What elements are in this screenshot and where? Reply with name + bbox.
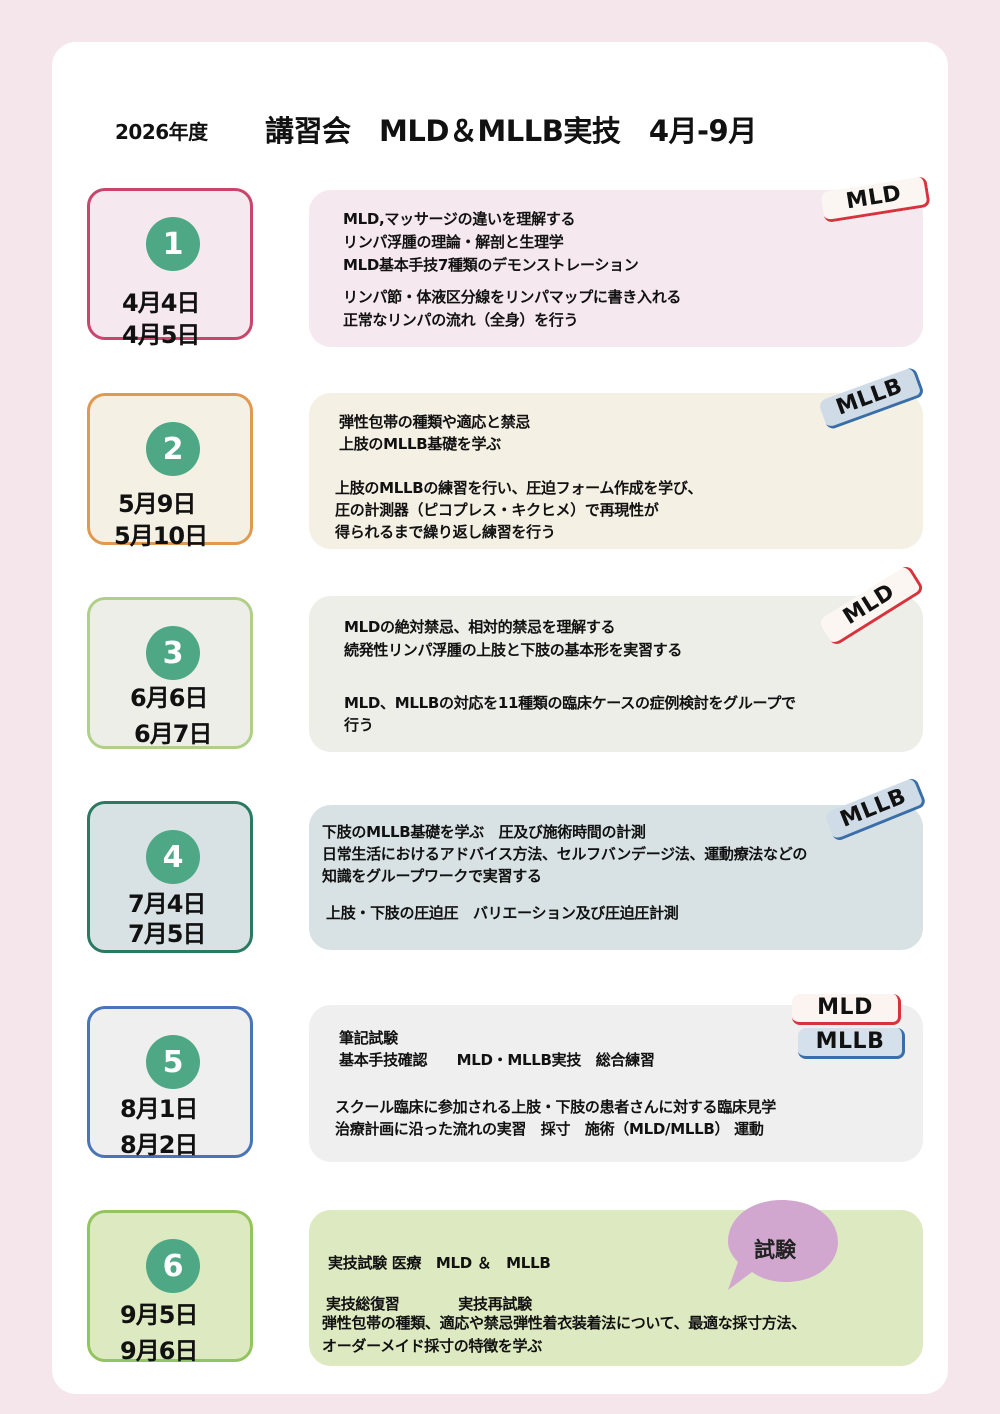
content-line: 圧の計測器（ピコプレス・キクヒメ）で再現性が [335,501,659,519]
session-date: 6月6日 [130,684,208,712]
content-line: MLD,マッサージの違いを理解する [343,210,576,228]
content-line: MLDの絶対禁忌、相対的禁忌を理解する [344,618,616,636]
session-date: 8月1日 [120,1095,198,1123]
exam-speech-bubble: 試験 [724,1198,840,1290]
content-line: 治療計画に沿った流れの実習 採寸 施術（MLD/MLLB） 運動 [335,1120,764,1138]
content-line: リンパ浮腫の理論・解剖と生理学 [343,233,564,251]
content-line: 正常なリンパの流れ（全身）を行う [343,311,579,329]
session-date: 4月4日 [122,289,200,317]
session-date: 6月7日 [134,720,212,748]
content-line: リンパ節・体液区分線をリンパマップに書き入れる [343,288,682,306]
content-line: 筆記試験 [339,1029,398,1047]
content-line: 上肢のMLLB基礎を学ぶ [339,435,501,453]
content-line: 弾性包帯の種類や適応と禁忌 [339,413,531,431]
session-number-badge: 1 [146,217,200,271]
session-number-badge: 2 [146,422,200,476]
content-line: 知識をグループワークで実習する [322,867,542,885]
content-line: 基本手技確認 MLD・MLLB実技 総合練習 [339,1051,655,1069]
session-2-date-box: 2 5月9日 5月10日 [87,393,253,550]
content-line: 実技総復習 実技再試験 [326,1295,532,1313]
session-4-content: 下肢のMLLB基礎を学ぶ 圧及び施術時間の計測 日常生活におけるアドバイス方法、… [309,805,923,950]
content-line: 実技試験 医療 MLD ＆ MLLB [328,1254,551,1272]
session-number-badge: 3 [146,626,200,680]
session-4-date-box: 4 7月4日 7月5日 [87,801,253,953]
page-title: 講習会 MLD＆MLLB実技 4月-9月 [265,114,757,148]
session-date: 8月2日 [120,1131,198,1159]
speech-bubble-icon [728,1200,838,1290]
content-line: スクール臨床に参加される上肢・下肢の患者さんに対する臨床見学 [335,1098,777,1116]
content-line: MLD基本手技7種類のデモンストレーション [343,256,639,274]
session-date: 5月10日 [114,522,208,550]
session-number-badge: 6 [146,1239,200,1293]
session-5-date-box: 5 8月1日 8月2日 [87,1006,253,1159]
session-1-content: MLD,マッサージの違いを理解する リンパ浮腫の理論・解剖と生理学 MLD基本手… [309,190,923,347]
session-6-date-box: 6 9月5日 9月6日 [87,1210,253,1365]
session-number-badge: 4 [146,830,200,884]
content-line: 上肢のMLLBの練習を行い、圧迫フォーム作成を学び、 [335,479,703,497]
session-3-date-box: 3 6月6日 6月7日 [87,597,253,749]
session-date: 7月5日 [128,920,206,948]
session-number-badge: 5 [146,1035,200,1089]
content-line: 得られるまで繰り返し練習を行う [335,523,556,541]
session-date: 9月6日 [120,1337,198,1365]
fiscal-year: 2026年度 [115,120,208,144]
session-date: 7月4日 [128,890,206,918]
mld-tag: MLD [792,994,901,1025]
content-line: MLD、MLLBの対応を11種類の臨床ケースの症例検討をグループで [344,694,796,712]
content-line: オーダーメイド採寸の特徴を学ぶ [322,1337,542,1355]
exam-label: 試験 [754,1238,796,1262]
session-date: 5月9日 [118,490,196,518]
content-line: 日常生活におけるアドバイス方法、セルフバンデージ法、運動療法などの [322,845,808,863]
session-date: 9月5日 [120,1301,198,1329]
session-1-date-box: 1 4月4日 4月5日 [87,188,253,349]
mllb-tag: MLLB [798,1028,905,1059]
content-line: 行う [344,716,374,734]
content-line: 弾性包帯の種類、適応や禁忌弾性着衣装着法について、最適な採寸方法、 [322,1314,806,1332]
content-line: 続発性リンパ浮腫の上肢と下肢の基本形を実習する [344,641,683,659]
session-date: 4月5日 [122,321,200,349]
session-2-content: 弾性包帯の種類や適応と禁忌 上肢のMLLB基礎を学ぶ 上肢のMLLBの練習を行い… [309,393,923,549]
content-line: 上肢・下肢の圧迫圧 バリエーション及び圧迫圧計測 [326,904,679,922]
content-line: 下肢のMLLB基礎を学ぶ 圧及び施術時間の計測 [322,823,646,841]
session-6-content: 実技試験 医療 MLD ＆ MLLB 実技総復習 実技再試験 弾性包帯の種類、適… [309,1210,923,1366]
